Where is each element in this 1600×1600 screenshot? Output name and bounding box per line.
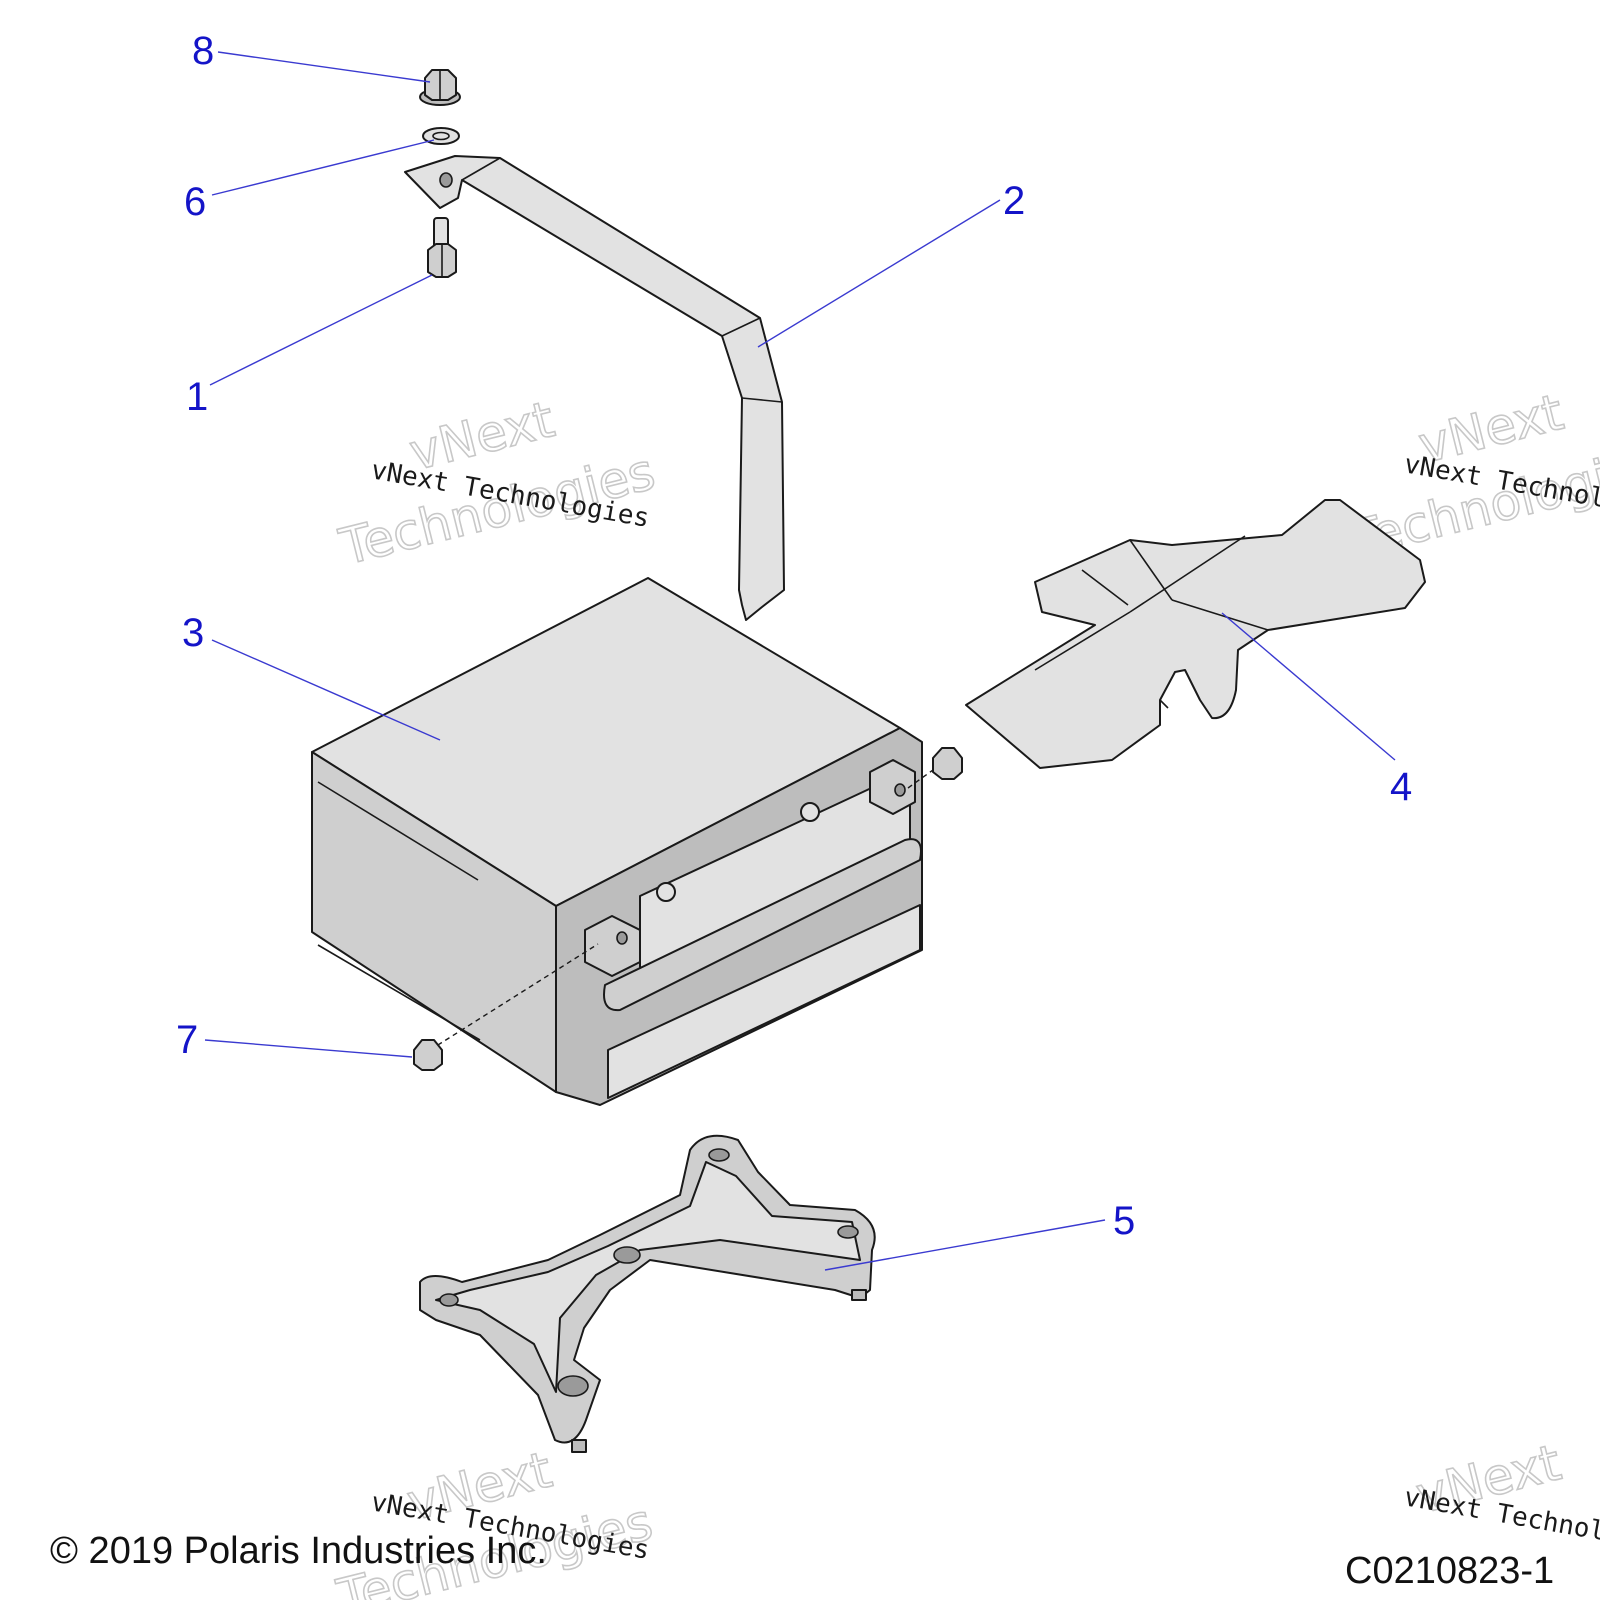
callout-1: 1 (186, 375, 208, 419)
callout-7: 7 (176, 1018, 198, 1062)
leader-2 (757, 199, 1001, 348)
leader-lines (204, 51, 1396, 1271)
terminal-cover-part (965, 499, 1426, 769)
leader-5 (824, 1219, 1106, 1271)
hold-down-strap-part (404, 155, 785, 621)
battery-part (311, 577, 934, 1106)
diagram-code: C0210823-1 (1345, 1550, 1555, 1592)
leader-8 (217, 51, 431, 83)
leader-7 (204, 1039, 413, 1058)
callout-8: 8 (192, 29, 214, 73)
terminal-nut-part (413, 1039, 443, 1071)
leader-4 (1221, 612, 1396, 761)
watermark-top-left: vNext Technologies (333, 389, 661, 577)
flange-nut-part (419, 69, 461, 106)
callout-4: 4 (1390, 765, 1412, 809)
leader-6 (211, 139, 435, 196)
callout-5: 5 (1113, 1199, 1135, 1243)
terminal-nut-right-part (932, 747, 963, 780)
callout-3: 3 (182, 611, 204, 655)
callouts: 8 6 1 2 3 4 5 7 (176, 29, 1412, 1243)
callout-2: 2 (1003, 179, 1025, 223)
bolt-part (427, 217, 457, 278)
battery-tray-part (419, 1134, 876, 1453)
leader-3 (211, 639, 441, 741)
callout-6: 6 (184, 180, 206, 224)
leader-1 (209, 274, 433, 386)
copyright-text: © 2019 Polaris Industries Inc. (50, 1530, 547, 1572)
